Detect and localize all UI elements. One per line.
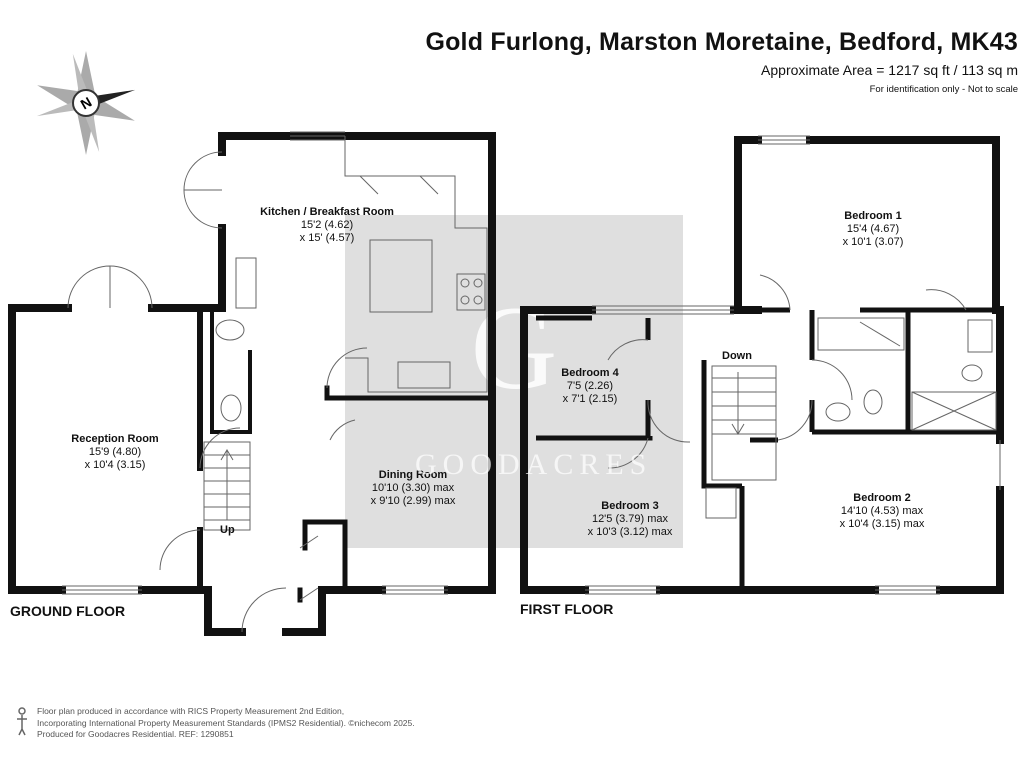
room-name: Kitchen / Breakfast Room — [260, 206, 394, 218]
room-bedroom2: Bedroom 2 14'10 (4.53) max x 10'4 (3.15)… — [840, 492, 925, 531]
room-dim: x 15' (4.57) — [299, 232, 355, 244]
footer-disclaimer: Floor plan produced in accordance with R… — [37, 706, 415, 741]
person-scale-icon — [17, 707, 27, 736]
watermark-box — [345, 215, 683, 548]
ground-floor-walls — [8, 132, 496, 636]
room-dim: x 10'4 (3.15) max — [839, 518, 925, 530]
room-dim: x 10'4 (3.15) — [84, 459, 146, 471]
footer-line: Floor plan produced in accordance with R… — [37, 706, 345, 716]
room-reception: Reception Room 15'9 (4.80) x 10'4 (3.15) — [71, 433, 158, 472]
room-dim: 15'4 (4.67) — [846, 223, 900, 235]
room-dim: 14'10 (4.53) max — [840, 505, 924, 517]
area-text: Approximate Area = 1217 sq ft / 113 sq m — [761, 62, 1018, 78]
room-dim: 12'5 (3.79) max — [591, 513, 669, 525]
stairs-up-label: Up — [220, 524, 235, 536]
room-dim: x 9'10 (2.99) max — [370, 495, 456, 507]
watermark-letter: G — [471, 281, 558, 414]
room-name: Reception Room — [71, 433, 159, 445]
room-name: Bedroom 2 — [853, 492, 911, 504]
watermark-text: GOODACRES — [415, 448, 653, 481]
room-kitchen: Kitchen / Breakfast Room 15'2 (4.62) x 1… — [260, 206, 394, 245]
room-dining: Dining Room 10'10 (3.30) max x 9'10 (2.9… — [371, 469, 456, 508]
room-dim: x 10'1 (3.07) — [842, 236, 904, 248]
first-floor-internal — [536, 307, 1000, 590]
room-bedroom1: Bedroom 1 15'4 (4.67) x 10'1 (3.07) — [843, 210, 904, 249]
ground-floor-fixtures — [62, 131, 488, 633]
room-name: Dining Room — [378, 469, 448, 481]
room-dim: 7'5 (2.26) — [566, 380, 614, 392]
room-bedroom3: Bedroom 3 12'5 (3.79) max x 10'3 (3.12) … — [588, 500, 673, 539]
room-dim: x 10'3 (3.12) max — [587, 526, 673, 538]
room-name: Bedroom 4 — [561, 367, 619, 379]
room-dim: 15'9 (4.80) — [88, 446, 142, 458]
stairs-down-label: Down — [722, 350, 752, 362]
ground-floor-label: GROUND FLOOR — [10, 603, 126, 619]
footer-line: Incorporating International Property Mea… — [37, 717, 415, 728]
scale-note: For identification only - Not to scale — [869, 84, 1018, 95]
first-floor-label: FIRST FLOOR — [520, 601, 614, 617]
room-dim: x 7'1 (2.15) — [562, 393, 618, 405]
first-floor-fixtures — [585, 135, 1001, 595]
room-name: Bedroom 3 — [601, 500, 659, 512]
room-name: Bedroom 1 — [844, 210, 902, 222]
room-bedroom4: Bedroom 4 7'5 (2.26) x 7'1 (2.15) — [561, 367, 618, 406]
room-dim: 10'10 (3.30) max — [371, 482, 455, 494]
property-title: Gold Furlong, Marston Moretaine, Bedford… — [425, 28, 1018, 56]
compass-north-icon: N — [36, 51, 136, 155]
footer-line: Produced for Goodacres Residential. REF:… — [37, 729, 234, 739]
room-dim: 15'2 (4.62) — [300, 219, 354, 231]
first-floor-walls — [520, 136, 1004, 594]
